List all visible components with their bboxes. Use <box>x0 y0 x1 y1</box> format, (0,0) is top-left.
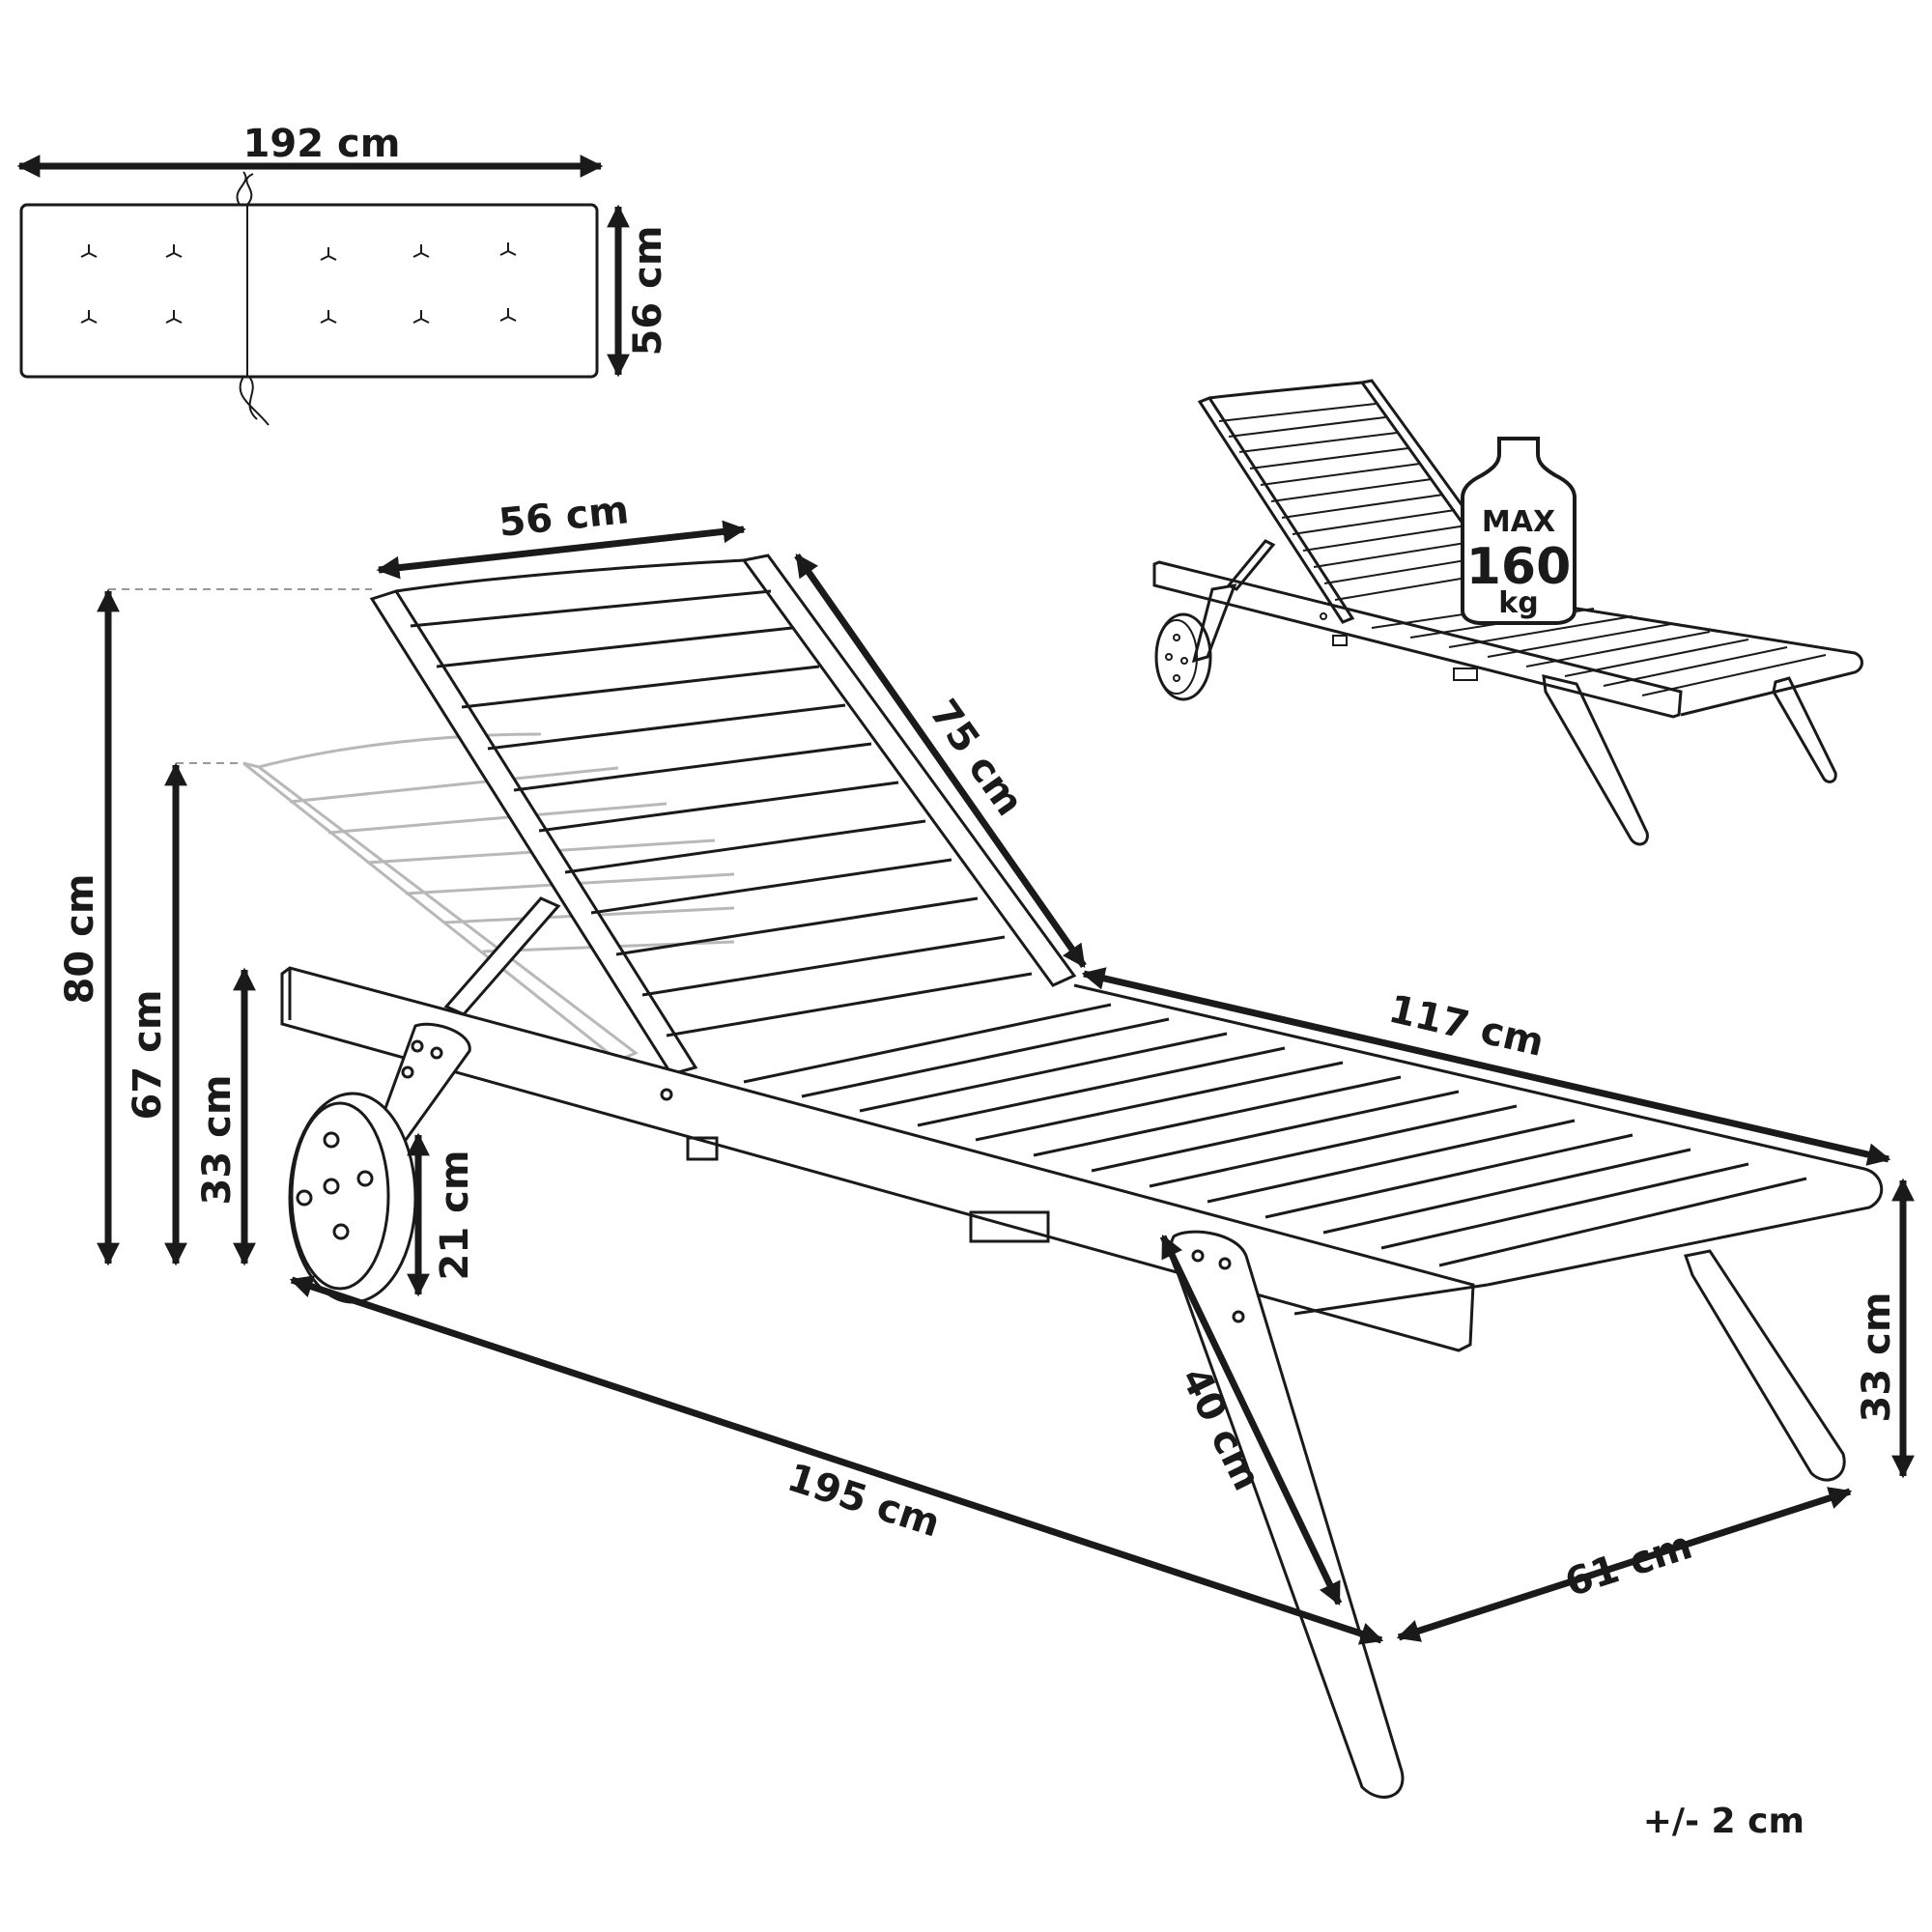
seat-length-label: 117 cm <box>1384 987 1548 1065</box>
weight-unit-label: kg <box>1498 586 1538 620</box>
tolerance-note: +/- 2 cm <box>1643 1802 1804 1841</box>
lounger-drawing <box>242 554 1884 1799</box>
height-reclined-label: 67 cm <box>126 990 170 1121</box>
cushion-width-label: 56 cm <box>626 226 670 356</box>
weight-max-label: MAX <box>1482 505 1555 539</box>
leg-length-arrow <box>1159 1234 1343 1606</box>
lounger-thumbnail <box>1152 379 1863 846</box>
weight-value-label: 160 <box>1466 538 1572 596</box>
total-width-label: 61 cm <box>1560 1523 1698 1605</box>
frame-height-front-label: 33 cm <box>1855 1293 1899 1423</box>
backrest-width-arrow <box>376 520 747 580</box>
cushion-drawing <box>19 171 599 426</box>
height-upright-label: 80 cm <box>58 874 102 1005</box>
weight-bottle-icon: MAX 160 kg <box>1461 437 1577 625</box>
total-width-arrow <box>1396 1487 1853 1642</box>
seat-length-arrow <box>1081 967 1891 1166</box>
frame-height-rear-label: 33 cm <box>195 1075 240 1206</box>
backrest-width-label: 56 cm <box>497 488 631 546</box>
wheel-height-label: 21 cm <box>433 1151 477 1281</box>
cushion-length-label: 192 cm <box>243 122 401 166</box>
backrest-length-arrow <box>794 553 1087 969</box>
